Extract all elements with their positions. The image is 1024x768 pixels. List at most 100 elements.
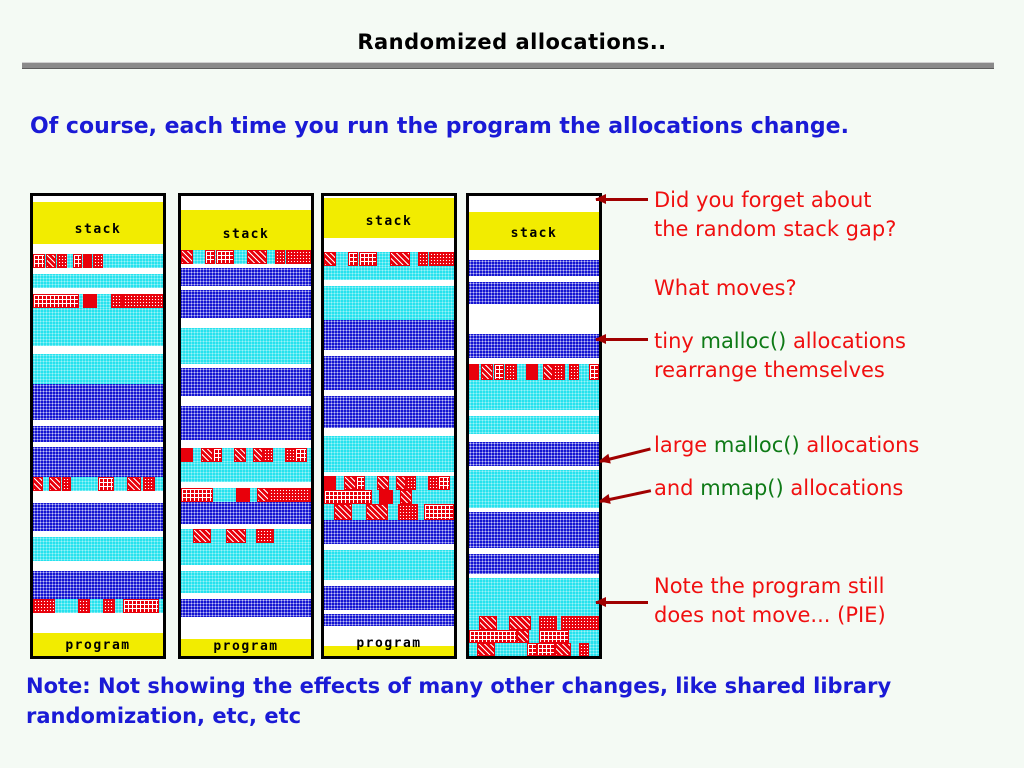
fixed-segment-band <box>469 212 599 250</box>
stack-label: stack <box>510 226 558 241</box>
band-background <box>324 504 454 520</box>
mmap-band <box>33 354 163 384</box>
arrow-large-malloc <box>599 447 651 463</box>
allocation-chip <box>269 488 311 502</box>
free-gap-band <box>324 350 454 356</box>
note-text-pre: and <box>654 476 701 500</box>
free-gap-band <box>469 548 599 554</box>
large-malloc-band <box>33 384 163 420</box>
allocation-chip <box>181 448 193 462</box>
allocation-chip <box>324 252 336 266</box>
allocation-chip <box>216 250 234 264</box>
free-gap-band <box>469 304 599 334</box>
large-malloc-band <box>469 442 599 466</box>
program-label: program <box>213 639 279 654</box>
allocation-chip <box>359 252 377 266</box>
allocation-chip <box>569 364 579 380</box>
tiny-malloc-band <box>33 254 163 268</box>
free-gap-band <box>181 482 311 488</box>
note-code-token: mmap() <box>700 476 784 500</box>
allocation-chip <box>33 477 43 491</box>
free-gap-band <box>181 565 311 571</box>
large-malloc-band <box>324 396 454 428</box>
memory-map-column: stack program <box>178 193 314 659</box>
allocation-chip <box>429 252 454 266</box>
free-gap-band <box>181 396 311 406</box>
mmap-band <box>469 416 599 434</box>
free-gap-band <box>181 318 311 328</box>
large-malloc-band <box>469 334 599 358</box>
large-malloc-band <box>324 586 454 610</box>
allocation-chip <box>428 476 438 490</box>
memory-map-run-1: stack program <box>30 193 166 659</box>
large-malloc-band <box>324 520 454 544</box>
allocation-chip <box>213 448 222 462</box>
tiny-malloc-band <box>324 252 454 266</box>
free-gap-band <box>181 593 311 599</box>
fixed-segment-band <box>324 646 454 656</box>
free-gap-band <box>324 238 454 252</box>
free-gap-band <box>469 196 599 212</box>
note-mmap: and mmap() allocations <box>654 474 903 503</box>
free-gap-band <box>33 244 163 254</box>
allocation-chip <box>553 364 565 380</box>
allocation-chip <box>295 448 307 462</box>
allocation-chip <box>256 529 274 543</box>
large-malloc-band <box>181 599 311 617</box>
stack-label: stack <box>74 222 122 237</box>
free-gap-band <box>181 440 311 448</box>
free-gap-band <box>324 610 454 614</box>
note-code-token: malloc() <box>713 433 800 457</box>
allocation-chip <box>62 477 71 491</box>
allocation-chip <box>181 488 213 502</box>
stack-label: stack <box>222 227 270 242</box>
memory-map-run-4: stack <box>466 193 602 659</box>
fixed-segment-band <box>181 639 311 656</box>
large-malloc-band <box>469 512 599 548</box>
free-gap-band <box>33 442 163 447</box>
allocation-chip <box>494 364 504 380</box>
allocation-chip <box>263 448 273 462</box>
allocation-chip <box>111 294 123 308</box>
allocation-chip <box>83 294 97 308</box>
note-pie: Note the program still does not move... … <box>654 574 886 627</box>
note-text-pre: large <box>654 433 714 457</box>
tiny-malloc-band <box>324 490 454 504</box>
tiny-malloc-band <box>33 599 163 613</box>
allocation-chip <box>275 250 285 264</box>
allocation-chip <box>398 504 418 520</box>
allocation-chip <box>396 476 406 490</box>
allocation-chip <box>98 477 114 491</box>
allocation-chip <box>33 294 79 308</box>
allocation-chip <box>83 254 92 268</box>
large-malloc-band <box>181 368 311 396</box>
memory-map-column: stack <box>466 193 602 659</box>
memory-map-run-2: stack program <box>178 193 314 659</box>
allocation-chip <box>379 490 393 504</box>
note-text-post: allocations <box>799 433 920 457</box>
allocation-chip <box>127 477 141 491</box>
allocation-chip <box>469 630 517 643</box>
free-gap-band <box>324 280 454 286</box>
free-gap-band <box>181 196 311 210</box>
mmap-band <box>181 462 311 482</box>
program-label: program <box>65 638 131 653</box>
tiny-malloc-band <box>181 448 311 462</box>
tiny-malloc-band <box>469 616 599 630</box>
large-malloc-band <box>33 447 163 477</box>
allocation-chip <box>57 254 67 268</box>
allocation-chip <box>344 476 356 490</box>
free-gap-band <box>324 626 454 646</box>
mmap-band <box>469 470 599 508</box>
allocation-chip <box>46 254 56 268</box>
allocation-chip <box>253 448 263 462</box>
allocation-chip <box>406 476 416 490</box>
tiny-malloc-band <box>33 294 163 308</box>
allocation-chip <box>579 643 589 656</box>
free-gap-band <box>181 364 311 368</box>
large-malloc-band <box>33 426 163 442</box>
allocation-chip <box>526 364 538 380</box>
fixed-segment-band <box>324 198 454 238</box>
note-text-post: allocations rearrange themselves <box>654 329 906 382</box>
